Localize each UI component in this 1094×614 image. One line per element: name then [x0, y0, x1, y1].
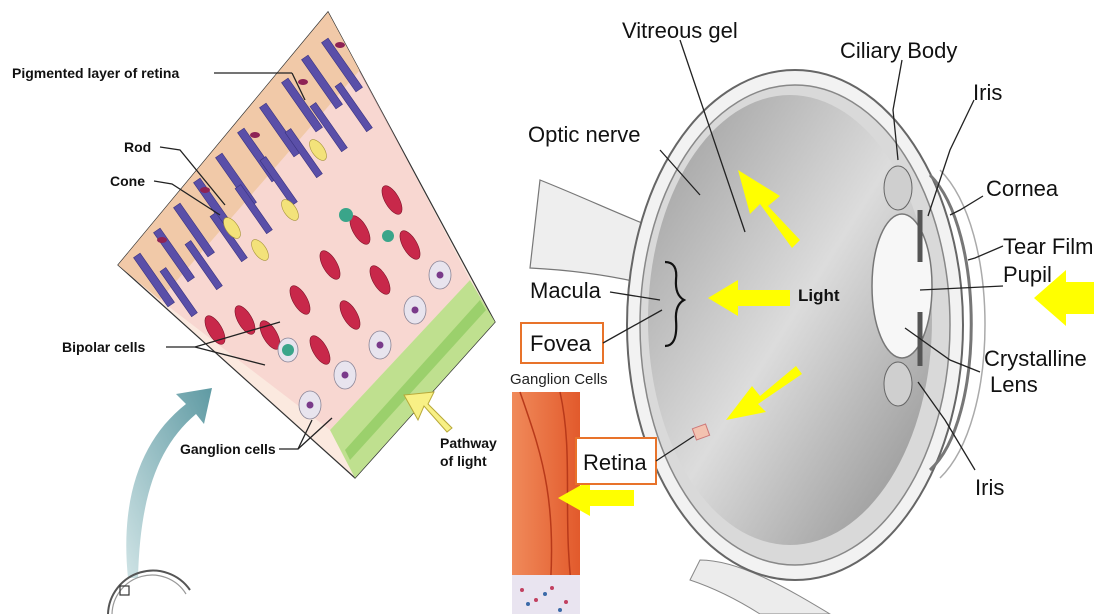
label-crystalline: Crystalline [984, 346, 1087, 371]
label-bipolar-cells: Bipolar cells [62, 339, 145, 355]
label-fovea: Fovea [530, 331, 592, 356]
label-light: Light [798, 286, 840, 305]
eye-panel: Vitreous gel Ciliary Body Iris Optic ner… [510, 18, 1094, 614]
label-pupil: Pupil [1003, 262, 1052, 287]
magnification-arrow [126, 388, 212, 578]
label-pigmented-layer: Pigmented layer of retina [12, 65, 179, 81]
label-ganglion-cells-right: Ganglion Cells [510, 371, 608, 388]
label-cornea: Cornea [986, 176, 1059, 201]
small-eye-icon [108, 571, 190, 614]
label-macula: Macula [530, 278, 602, 303]
label-lens: Lens [990, 372, 1038, 397]
label-vitreous-gel: Vitreous gel [622, 18, 738, 43]
ciliary-body-drawing [884, 166, 912, 210]
retina-panel: Pigmented layer of retina Rod Cone Bipol… [12, 12, 497, 614]
label-retina: Retina [583, 450, 647, 475]
label-cone: Cone [110, 173, 145, 189]
crystalline-lens-drawing [872, 214, 932, 358]
label-ganglion-cells-left: Ganglion cells [180, 441, 276, 457]
label-optic-nerve: Optic nerve [528, 122, 641, 147]
label-of-light: of light [440, 453, 487, 469]
label-ciliary-body: Ciliary Body [840, 38, 957, 63]
label-iris-top: Iris [973, 80, 1002, 105]
label-rod: Rod [124, 139, 151, 155]
label-pathway: Pathway [440, 435, 497, 451]
label-iris-bottom: Iris [975, 475, 1004, 500]
label-tear-film: Tear Film [1003, 234, 1093, 259]
